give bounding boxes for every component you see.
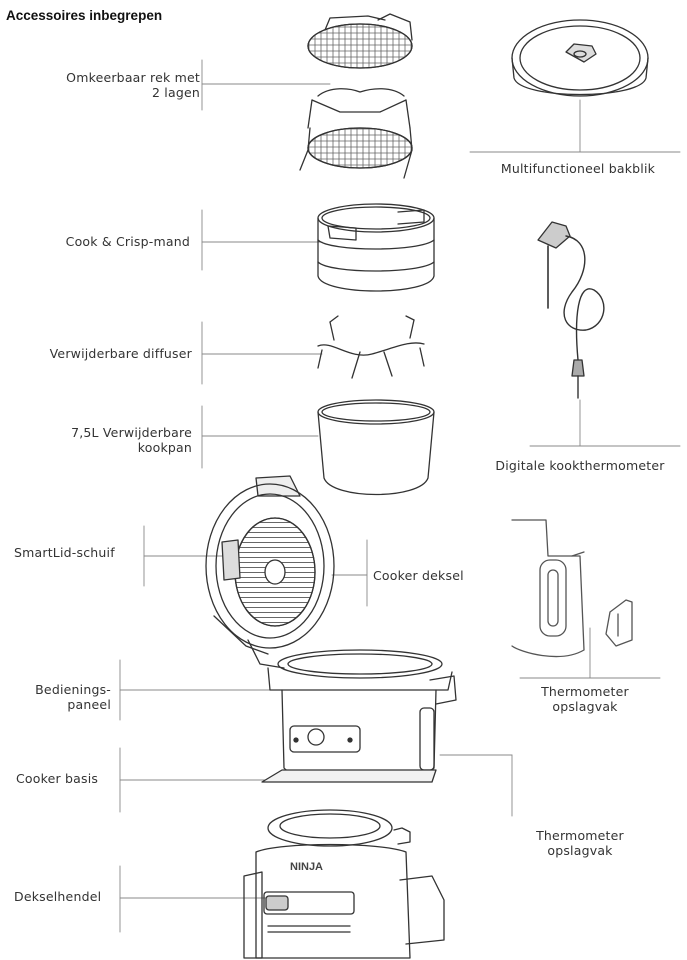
cooker-closed (243, 809, 445, 959)
page-heading: Accessoires inbegrepen (6, 8, 163, 23)
label-digitale-kookthermometer: Digitale kookthermometer (495, 458, 665, 473)
label-multifunctioneel-bakblik: Multifunctioneel bakblik (500, 161, 656, 176)
brand-logo: NINJA (290, 861, 323, 873)
label-bedieningspaneel: Bedienings-paneel (35, 682, 111, 712)
removable-diffuser (317, 315, 425, 379)
baking-tin (511, 19, 649, 97)
label-cooker-deksel: Cooker deksel (373, 568, 464, 583)
cook-crisp-basket (317, 203, 435, 292)
label-cook-crisp-mand: Cook & Crisp-mand (65, 234, 190, 249)
rack-bottom-layer (299, 88, 413, 179)
label-verwijderbare-diffuser: Verwijderbare diffuser (49, 346, 192, 361)
cooker-base (261, 649, 457, 783)
leader-lines (119, 59, 681, 933)
thermometer-storage-detail (511, 519, 633, 658)
cooker-lid (205, 475, 335, 669)
label-smartlid-schuif: SmartLid-schuif (14, 545, 115, 560)
label-dekselhendel: Dekselhendel (14, 889, 102, 904)
label-cooker-basis: Cooker basis (16, 771, 99, 786)
digital-thermometer (537, 221, 605, 399)
removable-cooking-pot (317, 399, 435, 496)
rack-top-layer (307, 13, 413, 69)
